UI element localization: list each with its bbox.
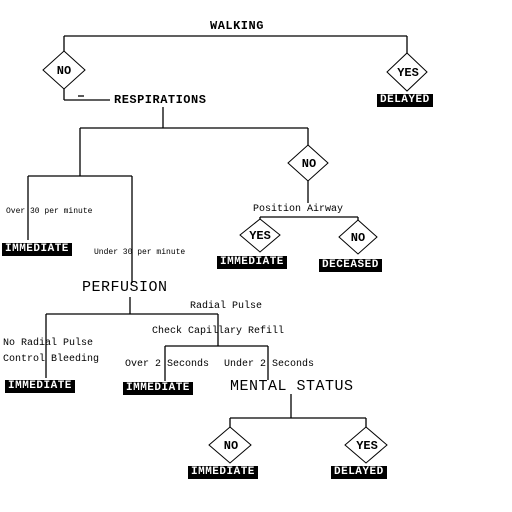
respirations-no-text: NO (301, 157, 317, 171)
walking-label: WALKING (210, 19, 264, 33)
walking-no-diamond (42, 50, 86, 90)
mental-yes-diamond (344, 426, 388, 464)
airway-yes-text: YES (249, 229, 271, 243)
airway-yes-immediate-tag: IMMEDIATE (217, 256, 287, 269)
mental-no-immediate-tag: IMMEDIATE (188, 466, 258, 479)
walking-no-text: NO (56, 64, 72, 78)
walking-yes-text: YES (397, 66, 419, 80)
over2-immediate-tag: IMMEDIATE (123, 382, 193, 395)
under2-label: Under 2 Seconds (224, 359, 315, 370)
respirations-no-diamond (287, 144, 329, 182)
check-cap-refill-label: Check Capillary Refill (152, 326, 285, 337)
respirations-label: RESPIRATIONS (114, 93, 207, 107)
airway-no-text: NO (350, 231, 366, 245)
airway-no-deceased-tag: DECEASED (319, 259, 382, 272)
over30-label: Over 30 per minute (6, 207, 93, 216)
airway-no-diamond (338, 219, 378, 255)
mental-yes-delayed-tag: DELAYED (331, 466, 387, 479)
position-airway-label: Position Airway (253, 204, 344, 215)
walking-yes-diamond (386, 52, 428, 92)
radial-pulse-label: Radial Pulse (190, 301, 263, 312)
mental-no-diamond (208, 426, 252, 464)
airway-yes-diamond (239, 218, 281, 253)
mental-yes-text: YES (356, 439, 378, 453)
no-pulse-immediate-tag: IMMEDIATE (5, 380, 75, 393)
under30-label: Under 30 per minute (94, 248, 186, 257)
mental-no-text: NO (223, 439, 239, 453)
no-radial-pulse-label: No Radial Pulse (3, 338, 94, 349)
over30-immediate-tag: IMMEDIATE (2, 243, 72, 256)
over2-label: Over 2 Seconds (125, 359, 210, 370)
mental-status-label: MENTAL STATUS (230, 378, 354, 395)
perfusion-label: PERFUSION (82, 279, 168, 296)
control-bleeding-label: Control Bleeding (3, 354, 100, 365)
walking-delayed-tag: DELAYED (377, 94, 433, 107)
